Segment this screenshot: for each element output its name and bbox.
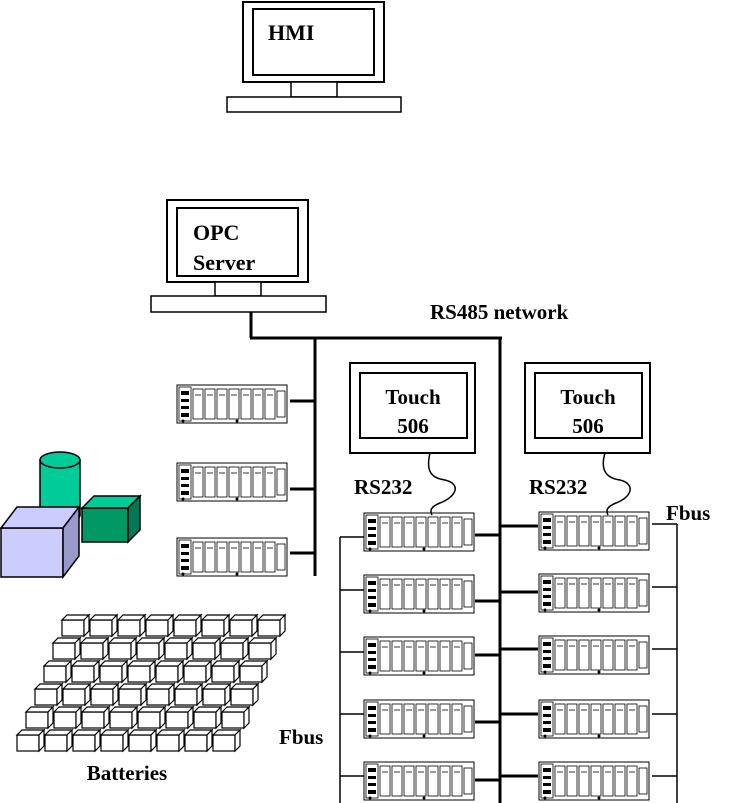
rs232-cable-left (427, 452, 456, 516)
battery-cell (219, 636, 250, 661)
battery-cell (98, 659, 129, 684)
battery-cell (183, 728, 214, 753)
plc-rack-icon (363, 512, 475, 552)
fbus-right-label: Fbus (666, 501, 710, 525)
battery-cell (33, 682, 64, 707)
battery-cell (155, 728, 186, 753)
battery-cell (60, 613, 91, 638)
plc-rack-icon (363, 636, 475, 676)
opc-label-line2: Server (193, 250, 256, 275)
battery-cell (182, 659, 213, 684)
battery-cell (164, 705, 195, 730)
battery-cell (24, 705, 55, 730)
rs232-left-label: RS232 (354, 475, 412, 499)
battery-cell (238, 659, 269, 684)
touch-right-label-line2: 506 (572, 414, 604, 438)
battery-cell (135, 636, 166, 661)
fbus-bottom-label: Fbus (279, 725, 323, 749)
plc-rack-icon (538, 511, 650, 551)
battery-cell (126, 659, 157, 684)
plc-rack-icon (363, 761, 475, 801)
battery-cell (192, 705, 223, 730)
battery-cell (51, 636, 82, 661)
battery-cell (15, 728, 46, 753)
battery-cell (89, 682, 120, 707)
plc-rack-icon (176, 537, 288, 577)
battery-cell (52, 705, 83, 730)
touch-506-left-panel: Touch 506 (349, 362, 476, 516)
plc-rack-icon (538, 761, 650, 801)
fbus-left-line (339, 536, 365, 803)
fbus-right-line (652, 523, 678, 803)
opc-server-computer: OPC Server (150, 199, 327, 313)
battery-cell (228, 613, 259, 638)
battery-cell (43, 728, 74, 753)
battery-array-icon (15, 613, 287, 753)
battery-cell (210, 659, 241, 684)
touch-left-label-line2: 506 (397, 414, 429, 438)
battery-cell (117, 682, 148, 707)
battery-cell (136, 705, 167, 730)
battery-cell (70, 659, 101, 684)
battery-cell (71, 728, 102, 753)
touch-left-label-line1: Touch (385, 385, 441, 409)
battery-cell (229, 682, 260, 707)
hmi-label: HMI (268, 20, 314, 45)
storage-tank-icon (0, 451, 142, 580)
rs485-network-bus (249, 312, 538, 803)
plc-rack-icon (538, 573, 650, 613)
battery-cell (79, 636, 110, 661)
opc-label-line1: OPC (193, 220, 239, 245)
battery-cell (99, 728, 130, 753)
rs232-cable-right (602, 452, 631, 516)
rs485-network-label: RS485 network (430, 300, 569, 324)
battery-cell (201, 682, 232, 707)
battery-cell (116, 613, 147, 638)
battery-cell (200, 613, 231, 638)
hmi-computer: HMI (226, 1, 402, 113)
battery-cell (173, 682, 204, 707)
battery-cell (172, 613, 203, 638)
touch-506-right-panel: Touch 506 (524, 362, 651, 516)
battery-cell (88, 613, 119, 638)
rs232-right-label: RS232 (529, 475, 587, 499)
battery-cell (211, 728, 242, 753)
battery-cell (127, 728, 158, 753)
plc-rack-icon (176, 462, 288, 502)
touch-right-label-line1: Touch (560, 385, 616, 409)
plc-rack-icon (176, 384, 288, 424)
battery-cell (154, 659, 185, 684)
battery-cell (256, 613, 287, 638)
battery-cell (108, 705, 139, 730)
battery-cell (145, 682, 176, 707)
batteries-label: Batteries (87, 761, 167, 785)
battery-cell (220, 705, 251, 730)
battery-cell (247, 636, 278, 661)
battery-cell (42, 659, 73, 684)
plc-rack-icon (538, 635, 650, 675)
battery-cell (61, 682, 92, 707)
plc-rack-icon (363, 574, 475, 614)
battery-cell (80, 705, 111, 730)
plc-rack-icon (538, 699, 650, 739)
plc-rack-icon (363, 699, 475, 739)
battery-cell (163, 636, 194, 661)
battery-cell (144, 613, 175, 638)
battery-cell (191, 636, 222, 661)
battery-cell (107, 636, 138, 661)
